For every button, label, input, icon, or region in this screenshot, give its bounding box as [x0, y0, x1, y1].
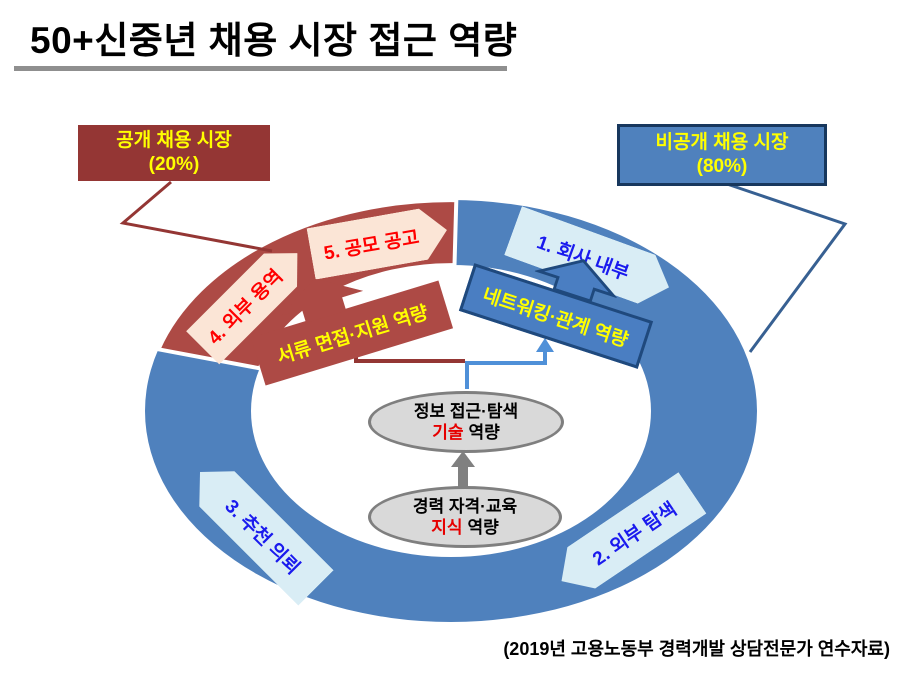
networking-elbow-arrow — [465, 348, 547, 389]
hidden-market-box: 비공개 채용 시장 (80%) — [617, 124, 827, 186]
open-market-percent: (20%) — [148, 154, 200, 175]
open-market-label: 공개 채용 시장 — [116, 130, 232, 152]
info-search-rest: 역량 — [468, 423, 500, 442]
hidden-market-label: 비공개 채용 시장 — [655, 132, 789, 154]
networking-capability-box: 네트워킹·관계 역량 — [458, 259, 654, 369]
open-market-box: 공개 채용 시장 (20%) — [78, 125, 270, 181]
career-knowledge-em: 지식 — [431, 518, 463, 537]
hidden-market-connector-line — [726, 182, 848, 353]
open-market-connector-line — [119, 180, 273, 253]
document-block-arrow-icon — [281, 278, 364, 323]
document-capability-box: 서류 면접·지원 역량 — [250, 278, 454, 386]
page-title: 50+신중년 채용 시장 접근 역량 — [30, 20, 518, 61]
career-knowledge-rest: 역량 — [467, 518, 499, 537]
networking-block-arrow-icon — [533, 259, 618, 303]
career-knowledge-line1: 경력 자격·교육 — [412, 496, 518, 516]
hidden-market-percent: (80%) — [696, 156, 748, 177]
title-underline — [14, 66, 507, 71]
source-note: (2019년 고용노동부 경력개발 상담전문가 연수자료) — [503, 639, 890, 659]
networking-elbow-arrowhead — [536, 338, 554, 352]
knowledge-to-info-arrow — [451, 451, 475, 487]
info-search-line1: 정보 접근·탐색 — [413, 401, 519, 421]
info-search-em: 기술 — [432, 423, 464, 442]
